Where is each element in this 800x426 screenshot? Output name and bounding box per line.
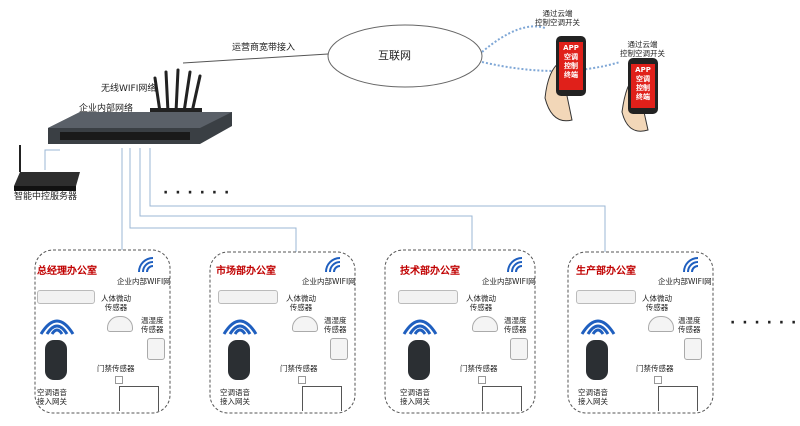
door-sensor: [115, 376, 123, 384]
signal-icon: [580, 319, 616, 335]
more-rooms-ellipsis: · · · · · ·: [730, 315, 798, 331]
control-server-device: [14, 145, 80, 191]
wifi-label: 企业内部WIFI网: [117, 277, 171, 286]
room-box-3: [384, 249, 536, 414]
internet-cloud: [327, 24, 483, 88]
phone-1-app-text: APP 空调 控制 终端: [563, 44, 579, 79]
doorway: [302, 386, 342, 411]
voice-gateway-label: 空调语音 接入网关: [220, 388, 250, 406]
temp-sensor-label: 温湿度 传感器: [324, 316, 347, 334]
motion-sensor: [292, 316, 318, 332]
room-link-3: [139, 148, 473, 250]
internal-network-label: 企业内部网络: [79, 104, 134, 114]
air-conditioner: [37, 290, 95, 304]
wifi-icon: [138, 257, 154, 273]
temp-sensor-label: 温湿度 传感器: [141, 316, 164, 334]
room-title: 生产部办公室: [576, 266, 636, 277]
voice-gateway-device: [45, 340, 67, 380]
cloud-link-1: [481, 25, 546, 53]
room-3: 技术部办公室 企业内部WIFI网 人体微动 传感器 温湿度 传感器 门禁传感器 …: [390, 257, 536, 412]
router-antennas: [153, 68, 202, 114]
door-sensor-label: 门禁传感器: [97, 364, 135, 373]
air-conditioner: [576, 290, 636, 304]
signal-icon: [402, 319, 438, 335]
voice-gateway-device: [408, 340, 430, 380]
voice-gateway-label: 空调语音 接入网关: [578, 388, 608, 406]
room-title: 技术部办公室: [400, 266, 460, 277]
server-link: [44, 149, 60, 170]
wifi-icon: [683, 257, 699, 273]
temp-humidity-sensor: [684, 338, 702, 360]
room-4: 生产部办公室 企业内部WIFI网 人体微动 传感器 温湿度 传感器 门禁传感器 …: [572, 257, 712, 412]
door-sensor-label: 门禁传感器: [460, 364, 498, 373]
motion-sensor-label: 人体微动 传感器: [101, 294, 131, 312]
door-sensor: [478, 376, 486, 384]
isp-line: [182, 53, 329, 64]
room-2: 市场部办公室 企业内部WIFI网 人体微动 传感器 温湿度 传感器 门禁传感器 …: [214, 257, 356, 412]
control-server-label: 智能中控服务器: [14, 192, 78, 202]
room-title: 市场部办公室: [216, 266, 276, 277]
temp-sensor-label: 温湿度 传感器: [504, 316, 527, 334]
wifi-icon: [325, 257, 341, 273]
room-title: 总经理办公室: [37, 266, 97, 277]
temp-sensor-label: 温湿度 传感器: [678, 316, 701, 334]
wifi-icon: [507, 257, 523, 273]
phone-1: [544, 36, 586, 122]
voice-gateway-device: [586, 340, 608, 380]
phone-2-app-text: APP 空调 控制 终端: [635, 66, 651, 101]
cloud-link-2: [481, 61, 621, 72]
motion-sensor-label: 人体微动 传感器: [286, 294, 316, 312]
motion-sensor: [648, 316, 674, 332]
temp-humidity-sensor: [147, 338, 165, 360]
air-conditioner: [218, 290, 278, 304]
voice-gateway-label: 空调语音 接入网关: [400, 388, 430, 406]
phone-2: [621, 58, 658, 132]
air-conditioner: [398, 290, 458, 304]
room-link-4: [149, 148, 606, 252]
temp-humidity-sensor: [330, 338, 348, 360]
door-sensor: [298, 376, 306, 384]
wifi-label: 企业内部WIFI网: [302, 277, 356, 286]
internet-label: 互联网: [378, 49, 411, 62]
door-sensor-label: 门禁传感器: [636, 364, 674, 373]
wifi-label: 企业内部WIFI网: [482, 277, 536, 286]
doorway: [119, 386, 159, 411]
phone-2-caption: 通过云端 控制空调开关: [620, 40, 665, 58]
motion-sensor-label: 人体微动 传感器: [466, 294, 496, 312]
isp-label: 运营商宽带接入: [232, 43, 296, 53]
signal-icon: [39, 319, 75, 335]
voice-gateway-label: 空调语音 接入网关: [37, 388, 67, 406]
motion-sensor: [107, 316, 133, 332]
door-sensor: [654, 376, 662, 384]
room-link-2: [129, 148, 297, 252]
network-ellipsis: · · · · · ·: [163, 185, 231, 201]
room-1: 总经理办公室 企业内部WIFI网 人体微动 传感器 温湿度 传感器 门禁传感器 …: [35, 257, 171, 412]
doorway: [482, 386, 522, 411]
motion-sensor-label: 人体微动 传感器: [642, 294, 672, 312]
doorway: [658, 386, 698, 411]
voice-gateway-device: [228, 340, 250, 380]
network-switch: [48, 112, 232, 144]
wifi-label: 企业内部WIFI网: [658, 277, 712, 286]
door-sensor-label: 门禁传感器: [280, 364, 318, 373]
temp-humidity-sensor: [510, 338, 528, 360]
wireless-gateway-label: 无线WIFI网络: [101, 84, 157, 94]
room-box-1: [34, 249, 171, 414]
signal-icon: [222, 319, 258, 335]
motion-sensor: [472, 316, 498, 332]
phone-1-caption: 通过云端 控制空调开关: [535, 9, 580, 27]
